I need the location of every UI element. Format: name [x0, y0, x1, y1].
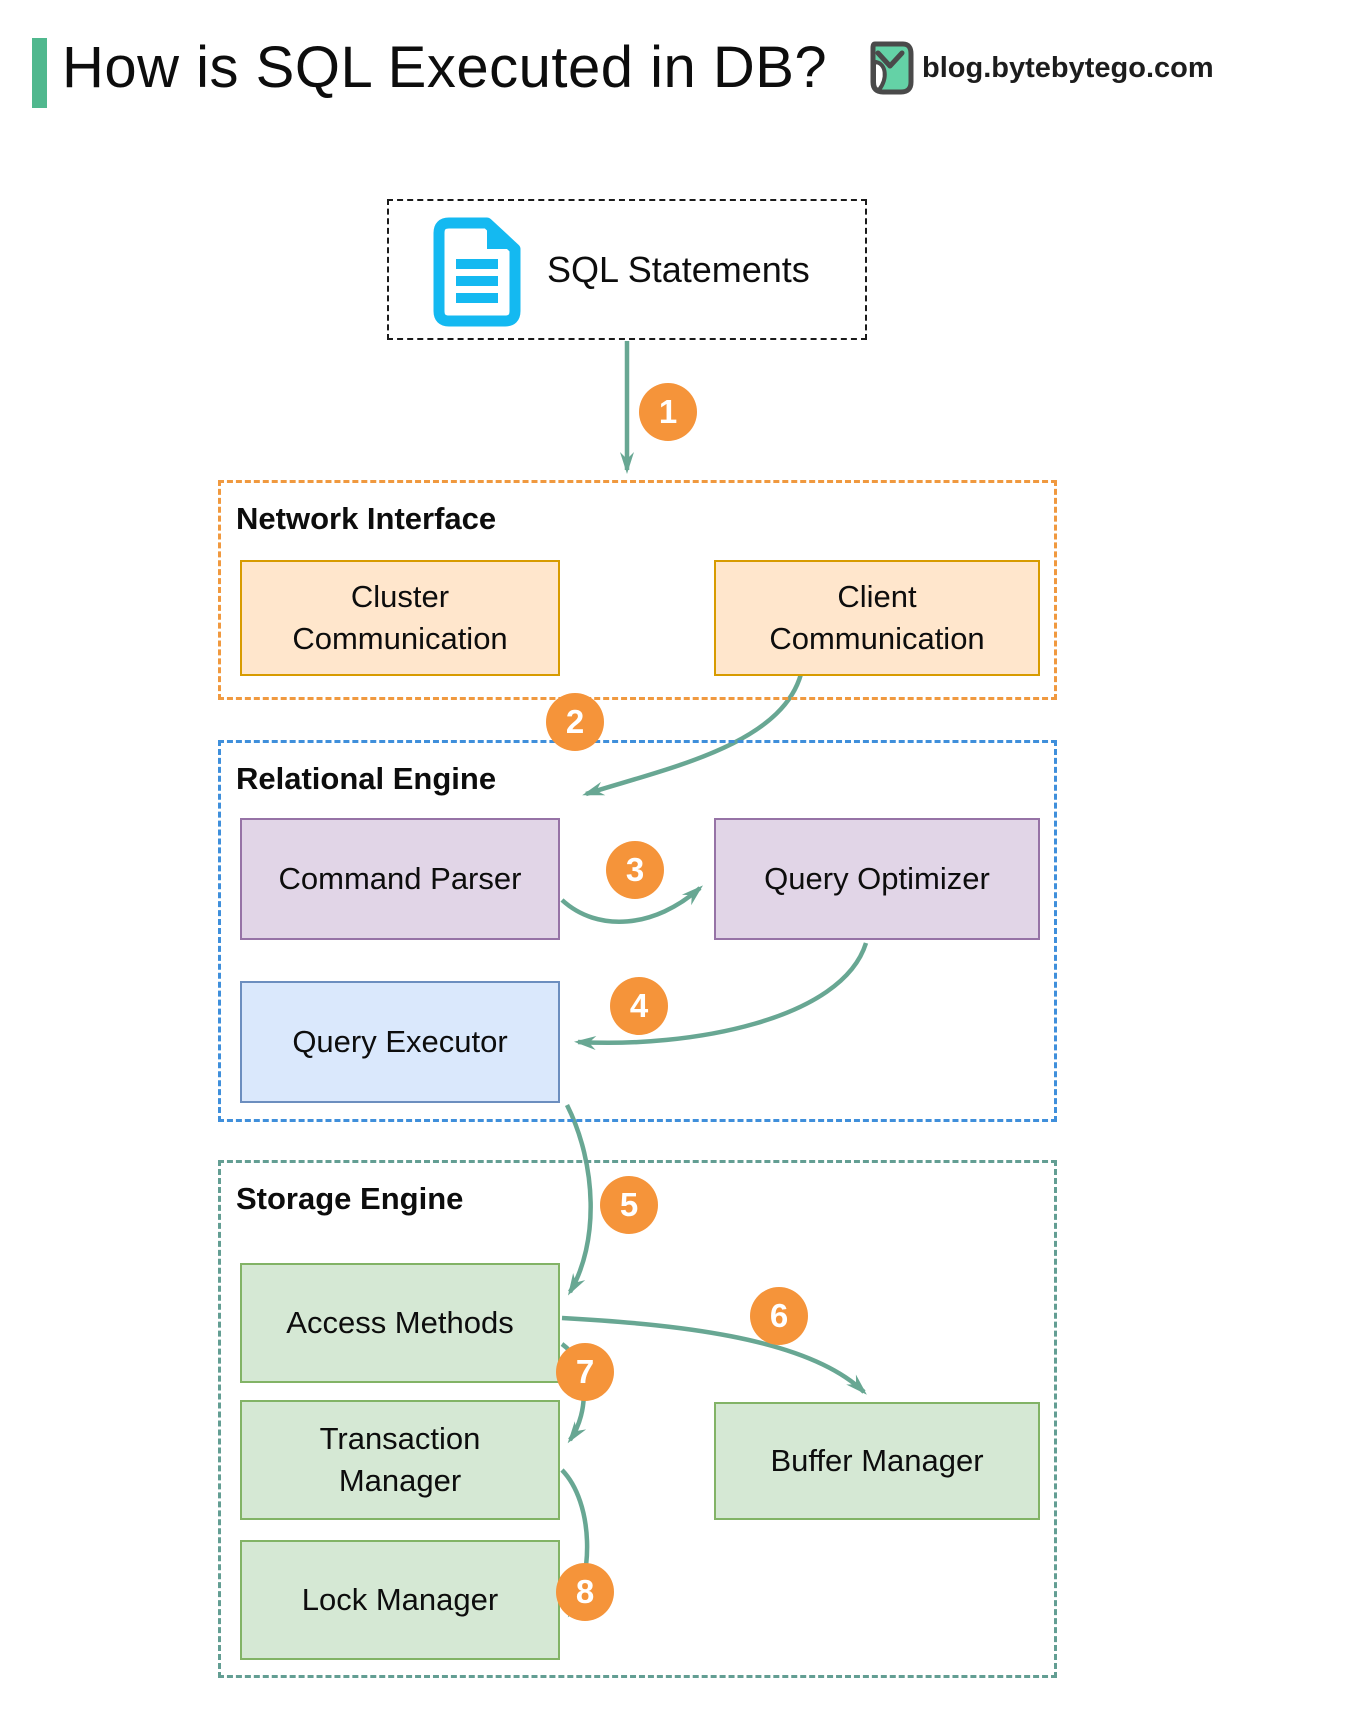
lock-manager-box: Lock Manager [240, 1540, 560, 1660]
buffer-manager-box: Buffer Manager [714, 1402, 1040, 1520]
step-circle-8: 8 [556, 1563, 614, 1621]
network-interface-label: Network Interface [236, 501, 497, 536]
step-circle-2: 2 [546, 693, 604, 751]
step-circle-5: 5 [600, 1176, 658, 1234]
command-parser-box: Command Parser [240, 818, 560, 940]
storage-engine-label: Storage Engine [236, 1181, 464, 1216]
query-executor-box: Query Executor [240, 981, 560, 1103]
bytebytego-logo-icon [870, 41, 914, 95]
brand-text: blog.bytebytego.com [922, 51, 1214, 84]
transaction-manager-box: Transaction Manager [240, 1400, 560, 1520]
network-interface-section: Network Interface [218, 480, 1057, 700]
step-circle-4: 4 [610, 977, 668, 1035]
step-circle-6: 6 [750, 1287, 808, 1345]
step-circle-1: 1 [639, 383, 697, 441]
page-title: How is SQL Executed in DB? [62, 35, 828, 100]
brand: blog.bytebytego.com [866, 40, 1214, 96]
step-circle-7: 7 [556, 1343, 614, 1401]
relational-engine-section: Relational Engine [218, 740, 1057, 1122]
storage-engine-section: Storage Engine [218, 1160, 1057, 1678]
client-communication-box: Client Communication [714, 560, 1040, 676]
step-circle-3: 3 [606, 841, 664, 899]
query-optimizer-box: Query Optimizer [714, 818, 1040, 940]
title-accent-bar [32, 38, 47, 108]
sql-statements-label: SQL Statements [547, 248, 810, 290]
access-methods-box: Access Methods [240, 1263, 560, 1383]
relational-engine-label: Relational Engine [236, 761, 497, 796]
sql-statements-box: SQL Statements [387, 199, 867, 340]
document-icon [433, 217, 521, 327]
cluster-communication-box: Cluster Communication [240, 560, 560, 676]
